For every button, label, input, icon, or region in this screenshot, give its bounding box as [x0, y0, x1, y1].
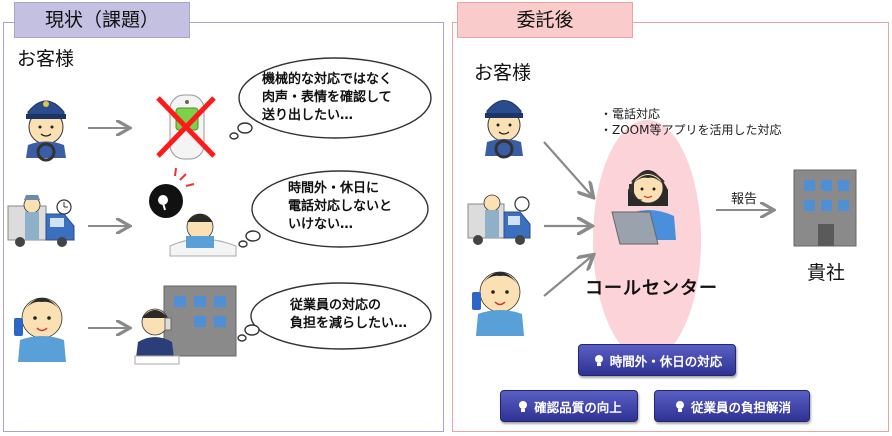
thought-bubble-3 — [237, 282, 432, 350]
thought-bubble-2-text: 時間外・休日に 電話対応しないと いけない… — [288, 180, 392, 234]
operator-icon — [611, 170, 676, 245]
lightbulb-icon — [675, 401, 684, 412]
bubble-3-line-1: 従業員の対応の — [290, 298, 382, 313]
bubble-1-line-3: 送り出したい… — [262, 108, 354, 123]
after-outsourcing-panel — [452, 22, 889, 432]
bubble-1-line-2: 肉声・表情を確認して — [262, 90, 392, 105]
phone-person-icon-right — [472, 271, 524, 336]
service-zoom: ・ZOOM等アプリを活用した対応 — [600, 123, 782, 137]
after-outsourcing-tab: 委託後 — [457, 2, 633, 38]
driver-icon-right — [485, 100, 523, 159]
thought-bubble-3-text: 従業員の対応の 負担を減らしたい… — [290, 297, 407, 333]
truck-driver-icon-right — [467, 194, 531, 245]
service-list: ・電話対応 ・ZOOM等アプリを活用した対応 — [600, 106, 781, 138]
arrow-r3 — [543, 256, 592, 297]
lightbulb-icon — [519, 401, 528, 412]
phone-person-icon — [14, 297, 66, 362]
arrow-r1 — [543, 141, 592, 196]
bubble-2-line-2: 電話対応しないと — [288, 199, 393, 214]
current-state-panel — [3, 22, 444, 432]
benefit-after-hours-label: 時間外・休日の対応 — [609, 353, 723, 369]
company-label: 貴社 — [807, 262, 846, 284]
bubble-2-line-3: いけない… — [288, 217, 354, 232]
benefit-quality-button[interactable]: 確認品質の向上 — [500, 390, 638, 422]
company-building-icon — [793, 169, 857, 247]
lightbulb-icon — [594, 355, 603, 366]
office-employee-icon — [134, 285, 237, 365]
benefit-quality-label: 確認品質の向上 — [534, 399, 622, 415]
truck-driver-icon — [7, 195, 75, 247]
service-phone: ・電話対応 — [600, 107, 661, 121]
customer-label-right: お客様 — [474, 62, 532, 84]
benefit-workload-label: 従業員の負担解消 — [690, 399, 791, 415]
benefit-workload-button[interactable]: 従業員の負担解消 — [654, 390, 810, 422]
current-state-tab: 現状（課題） — [14, 2, 190, 38]
sleeping-person-icon — [149, 167, 237, 257]
thought-bubble-1-text: 機械的な対応ではなく 肉声・表情を確認して 送り出したい… — [262, 71, 392, 125]
bubble-3-line-2: 負担を減らしたい… — [290, 316, 408, 331]
machine-icon — [156, 94, 216, 160]
benefit-after-hours-button[interactable]: 時間外・休日の対応 — [578, 344, 736, 376]
bubble-1-line-1: 機械的な対応ではなく — [262, 72, 393, 87]
driver-icon — [26, 100, 66, 162]
customer-label-left: お客様 — [17, 48, 75, 70]
callcenter-label: コールセンター — [585, 278, 718, 299]
report-label: 報告 — [731, 192, 758, 207]
thought-bubble-1 — [229, 57, 432, 140]
thought-bubble-2 — [238, 170, 429, 248]
bubble-2-line-1: 時間外・休日に — [288, 181, 380, 196]
